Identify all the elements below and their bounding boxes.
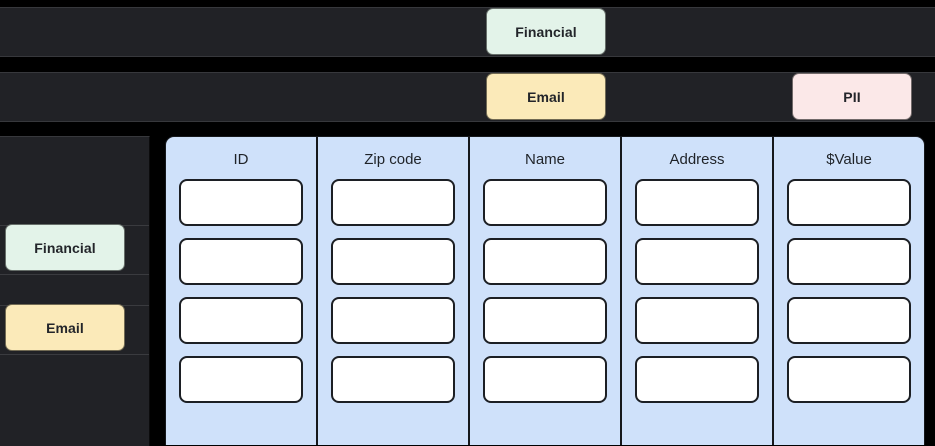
table-cell[interactable] xyxy=(483,238,607,285)
table-column-cells xyxy=(331,179,455,403)
table-cell[interactable] xyxy=(179,238,303,285)
table-cell[interactable] xyxy=(787,238,911,285)
tag-row-1 xyxy=(0,7,935,57)
table-cell[interactable] xyxy=(787,179,911,226)
table-cell[interactable] xyxy=(483,179,607,226)
tag-row-2 xyxy=(0,72,935,122)
table-column: Zip code xyxy=(317,136,469,445)
table-cell[interactable] xyxy=(179,179,303,226)
table-cell[interactable] xyxy=(635,179,759,226)
table-cell[interactable] xyxy=(787,297,911,344)
table-column: Address xyxy=(621,136,773,445)
sidebar-panel xyxy=(0,136,150,446)
table-column-cells xyxy=(635,179,759,403)
table-cell[interactable] xyxy=(787,356,911,403)
tag-chip-email-top[interactable]: Email xyxy=(486,73,606,120)
table-column: Name xyxy=(469,136,621,445)
table-column-header: Address xyxy=(669,151,725,168)
table-column-header: Name xyxy=(524,151,565,168)
table-cell[interactable] xyxy=(635,356,759,403)
table-column-header: $Value xyxy=(826,151,872,168)
table-column-cells xyxy=(787,179,911,403)
table-cell[interactable] xyxy=(635,238,759,285)
table-column-cells xyxy=(483,179,607,403)
table-cell[interactable] xyxy=(635,297,759,344)
table-column-cells xyxy=(179,179,303,403)
sidebar-chip-email[interactable]: Email xyxy=(5,304,125,351)
table-column: $Value xyxy=(773,136,925,445)
tag-chip-financial-top[interactable]: Financial xyxy=(486,8,606,55)
table-cell[interactable] xyxy=(331,179,455,226)
table-column: ID xyxy=(165,136,317,445)
table-cell[interactable] xyxy=(483,297,607,344)
table-cell[interactable] xyxy=(179,356,303,403)
table-cell[interactable] xyxy=(331,238,455,285)
table-column-header: ID xyxy=(233,151,249,168)
table-column-header: Zip code xyxy=(364,151,422,168)
table-cell[interactable] xyxy=(331,297,455,344)
data-table: ID Zip code Name Address $Value xyxy=(165,136,925,445)
tag-chip-pii-top[interactable]: PII xyxy=(792,73,912,120)
sidebar-chip-financial[interactable]: Financial xyxy=(5,224,125,271)
table-cell[interactable] xyxy=(331,356,455,403)
table-cell[interactable] xyxy=(179,297,303,344)
table-cell[interactable] xyxy=(483,356,607,403)
